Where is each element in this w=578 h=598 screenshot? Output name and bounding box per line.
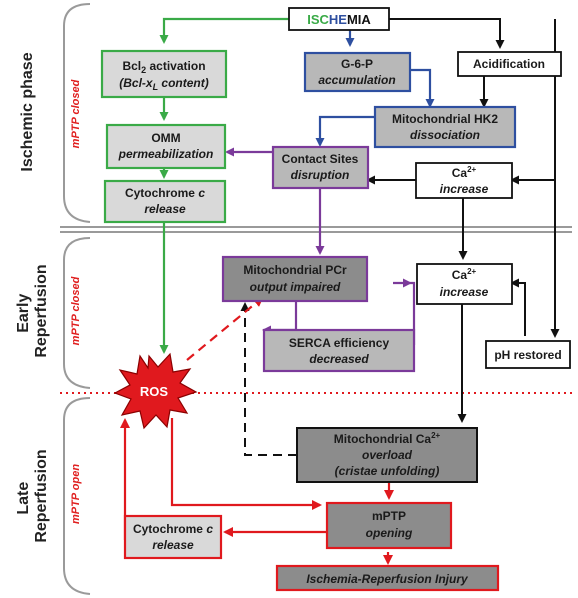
svg-text:ROS: ROS <box>140 384 169 399</box>
svg-text:disruption: disruption <box>291 168 350 182</box>
svg-text:pH restored: pH restored <box>494 348 561 362</box>
node-ischemia: ISCHEMIA <box>288 7 390 31</box>
node-mito-pcr-output-impaired: Mitochondrial PCr output impaired <box>221 255 369 303</box>
svg-text:increase: increase <box>440 182 489 196</box>
node-mito-ca-overload: Mitochondrial Ca2+ overload (cristae unf… <box>296 427 478 483</box>
bracket-early <box>63 237 91 389</box>
phase-label-early: Early Reperfusion <box>15 264 50 357</box>
node-ca-increase-early: Ca2+ increase <box>416 263 513 305</box>
bracket-ischemic <box>63 3 91 223</box>
node-omm-permeabilization: OMM permeabilization <box>105 123 227 170</box>
svg-text:dissociation: dissociation <box>410 128 480 142</box>
phase-label-late: Late Reperfusion <box>15 449 50 542</box>
node-acidification: Acidification <box>457 51 562 77</box>
svg-text:release: release <box>144 202 186 216</box>
node-ph-restored: pH restored <box>485 340 571 369</box>
svg-text:Cytochrome c: Cytochrome c <box>125 186 205 200</box>
node-ca-increase-ischemic: Ca2+ increase <box>415 162 513 199</box>
red-arrows <box>120 296 394 565</box>
svg-text:Acidification: Acidification <box>473 57 545 71</box>
svg-text:ISCHEMIA: ISCHEMIA <box>307 12 371 27</box>
svg-text:overload: overload <box>362 448 413 462</box>
svg-text:Ca2+: Ca2+ <box>452 267 477 282</box>
mptp-label-ischemic: mPTP closed <box>70 79 82 148</box>
svg-text:OMM: OMM <box>151 131 180 145</box>
node-mito-hk2-dissociation: Mitochondrial HK2 dissociation <box>373 105 517 149</box>
node-g6p-accumulation: G-6-P accumulation <box>303 51 412 93</box>
mptp-label-late: mPTP open <box>70 464 82 524</box>
svg-text:output impaired: output impaired <box>250 280 341 294</box>
svg-text:Ischemia-Reperfusion Injury: Ischemia-Reperfusion Injury <box>306 572 469 586</box>
svg-text:Mitochondrial HK2: Mitochondrial HK2 <box>392 112 498 126</box>
node-serca-efficiency-decreased: SERCA efficiency decreased <box>262 328 416 373</box>
bracket-late <box>63 397 91 595</box>
svg-text:Ca2+: Ca2+ <box>452 165 477 180</box>
svg-text:release: release <box>152 538 194 552</box>
phase-label-ischemic: Ischemic phase <box>19 52 36 171</box>
svg-text:Bcl2 activation: Bcl2 activation <box>122 59 205 75</box>
svg-text:G-6-P: G-6-P <box>341 57 373 71</box>
svg-text:mPTP: mPTP <box>372 509 406 523</box>
svg-text:SERCA efficiency: SERCA efficiency <box>289 336 390 350</box>
svg-text:(Bcl-xL content): (Bcl-xL content) <box>119 76 209 92</box>
svg-text:Mitochondrial Ca2+: Mitochondrial Ca2+ <box>334 431 441 446</box>
node-ros: ROS <box>113 352 198 430</box>
node-contact-sites-disruption: Contact Sites disruption <box>271 145 370 190</box>
node-cytochrome-c-release-late: Cytochrome c release <box>123 514 223 560</box>
svg-text:permeabilization: permeabilization <box>118 147 214 161</box>
svg-text:(cristae unfolding): (cristae unfolding) <box>335 464 440 478</box>
phase-brackets <box>63 3 91 595</box>
svg-text:Cytochrome c: Cytochrome c <box>133 522 213 536</box>
node-bcl2-activation: Bcl2 activation (Bcl-xL content) <box>100 49 228 99</box>
svg-text:decreased: decreased <box>309 352 369 366</box>
node-mptp-opening: mPTP opening <box>325 501 453 550</box>
svg-text:increase: increase <box>440 285 489 299</box>
node-cytochrome-c-release-ischemic: Cytochrome c release <box>103 179 227 224</box>
green-arrows <box>159 17 289 354</box>
svg-text:accumulation: accumulation <box>318 73 395 87</box>
mptp-label-early: mPTP closed <box>70 276 82 345</box>
svg-text:Mitochondrial PCr: Mitochondrial PCr <box>243 263 347 277</box>
node-ischemia-reperfusion-injury: Ischemia-Reperfusion Injury <box>275 564 500 592</box>
svg-text:Contact Sites: Contact Sites <box>282 152 359 166</box>
svg-text:opening: opening <box>366 526 413 540</box>
